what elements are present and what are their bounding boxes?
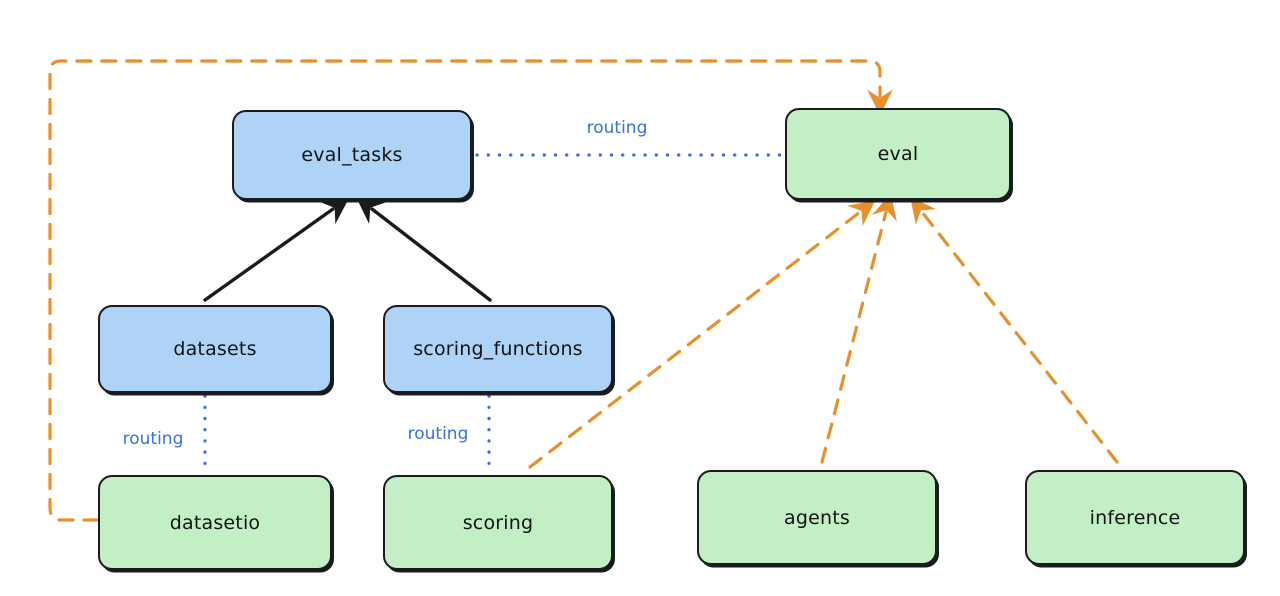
node-inference[interactable]: inference (1025, 470, 1245, 565)
node-eval-tasks[interactable]: eval_tasks (232, 110, 472, 200)
node-scoring[interactable]: scoring (383, 475, 613, 570)
node-scoring-functions[interactable]: scoring_functions (383, 305, 613, 393)
edge-scoring_functions-eval_tasks (355, 196, 492, 302)
node-datasetio[interactable]: datasetio (98, 475, 332, 570)
edge-label-routing-left: routing (122, 429, 184, 449)
node-eval[interactable]: eval (785, 108, 1011, 200)
node-label-inference: inference (1089, 506, 1181, 529)
node-label-scoring: scoring (462, 511, 534, 534)
edge-agents-eval (820, 193, 897, 464)
node-agents[interactable]: agents (697, 470, 937, 565)
node-label-eval-tasks: eval_tasks (301, 144, 403, 166)
edge-label-routing-middle: routing (407, 424, 469, 444)
node-label-agents: agents (784, 506, 850, 529)
edge-inference-eval (910, 196, 1119, 464)
edge-scoring-eval (528, 200, 876, 469)
node-label-datasetio: datasetio (169, 511, 261, 534)
node-label-eval: eval (877, 143, 919, 165)
edge-datasets-eval_tasks (203, 197, 350, 302)
edge-label-routing-top: routing (586, 118, 648, 138)
node-label-scoring-functions: scoring_functions (413, 338, 583, 360)
node-label-datasets: datasets (173, 338, 257, 360)
node-datasets[interactable]: datasets (98, 305, 332, 393)
edge-datasetio-eval (48, 59, 893, 522)
